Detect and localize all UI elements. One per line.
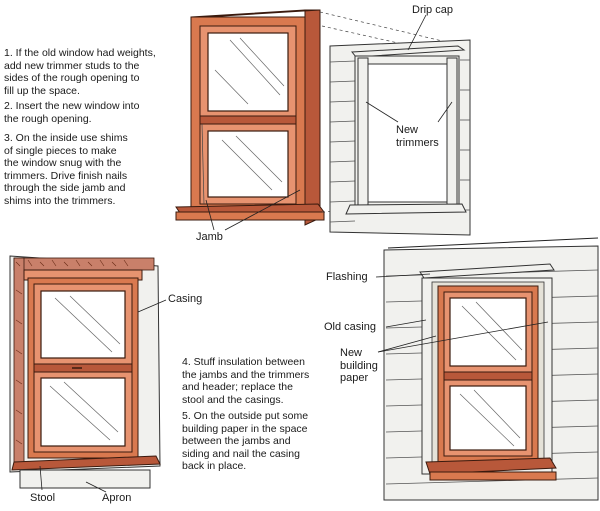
exterior-window [383, 237, 599, 501]
rough-opening [329, 39, 471, 236]
new-window-unit [175, 9, 325, 226]
stool-label: Stool [30, 492, 56, 504]
apron-label: Apron [102, 492, 132, 504]
flashing-label: Flashing [326, 271, 368, 283]
interior-window [9, 255, 161, 489]
step-1-text: 1. If the old window had weights, add ne… [4, 47, 156, 97]
new-building-paper-label: New building paper [340, 347, 378, 384]
step-4-text: 4. Stuff insulation between the jambs an… [182, 356, 310, 406]
old-casing-label: Old casing [324, 321, 376, 333]
drip-cap-label: Drip cap [412, 4, 453, 16]
jamb-label: Jamb [196, 231, 223, 243]
leader-lines [39, 14, 549, 493]
casing-label: Casing [168, 293, 203, 305]
step-2-text: 2. Insert the new window into the rough … [4, 100, 140, 125]
step-3-text: 3. On the inside use shims of single pie… [4, 132, 128, 207]
new-trimmers-label: New trimmers [396, 124, 439, 149]
step-5-text: 5. On the outside put some building pape… [182, 410, 309, 472]
